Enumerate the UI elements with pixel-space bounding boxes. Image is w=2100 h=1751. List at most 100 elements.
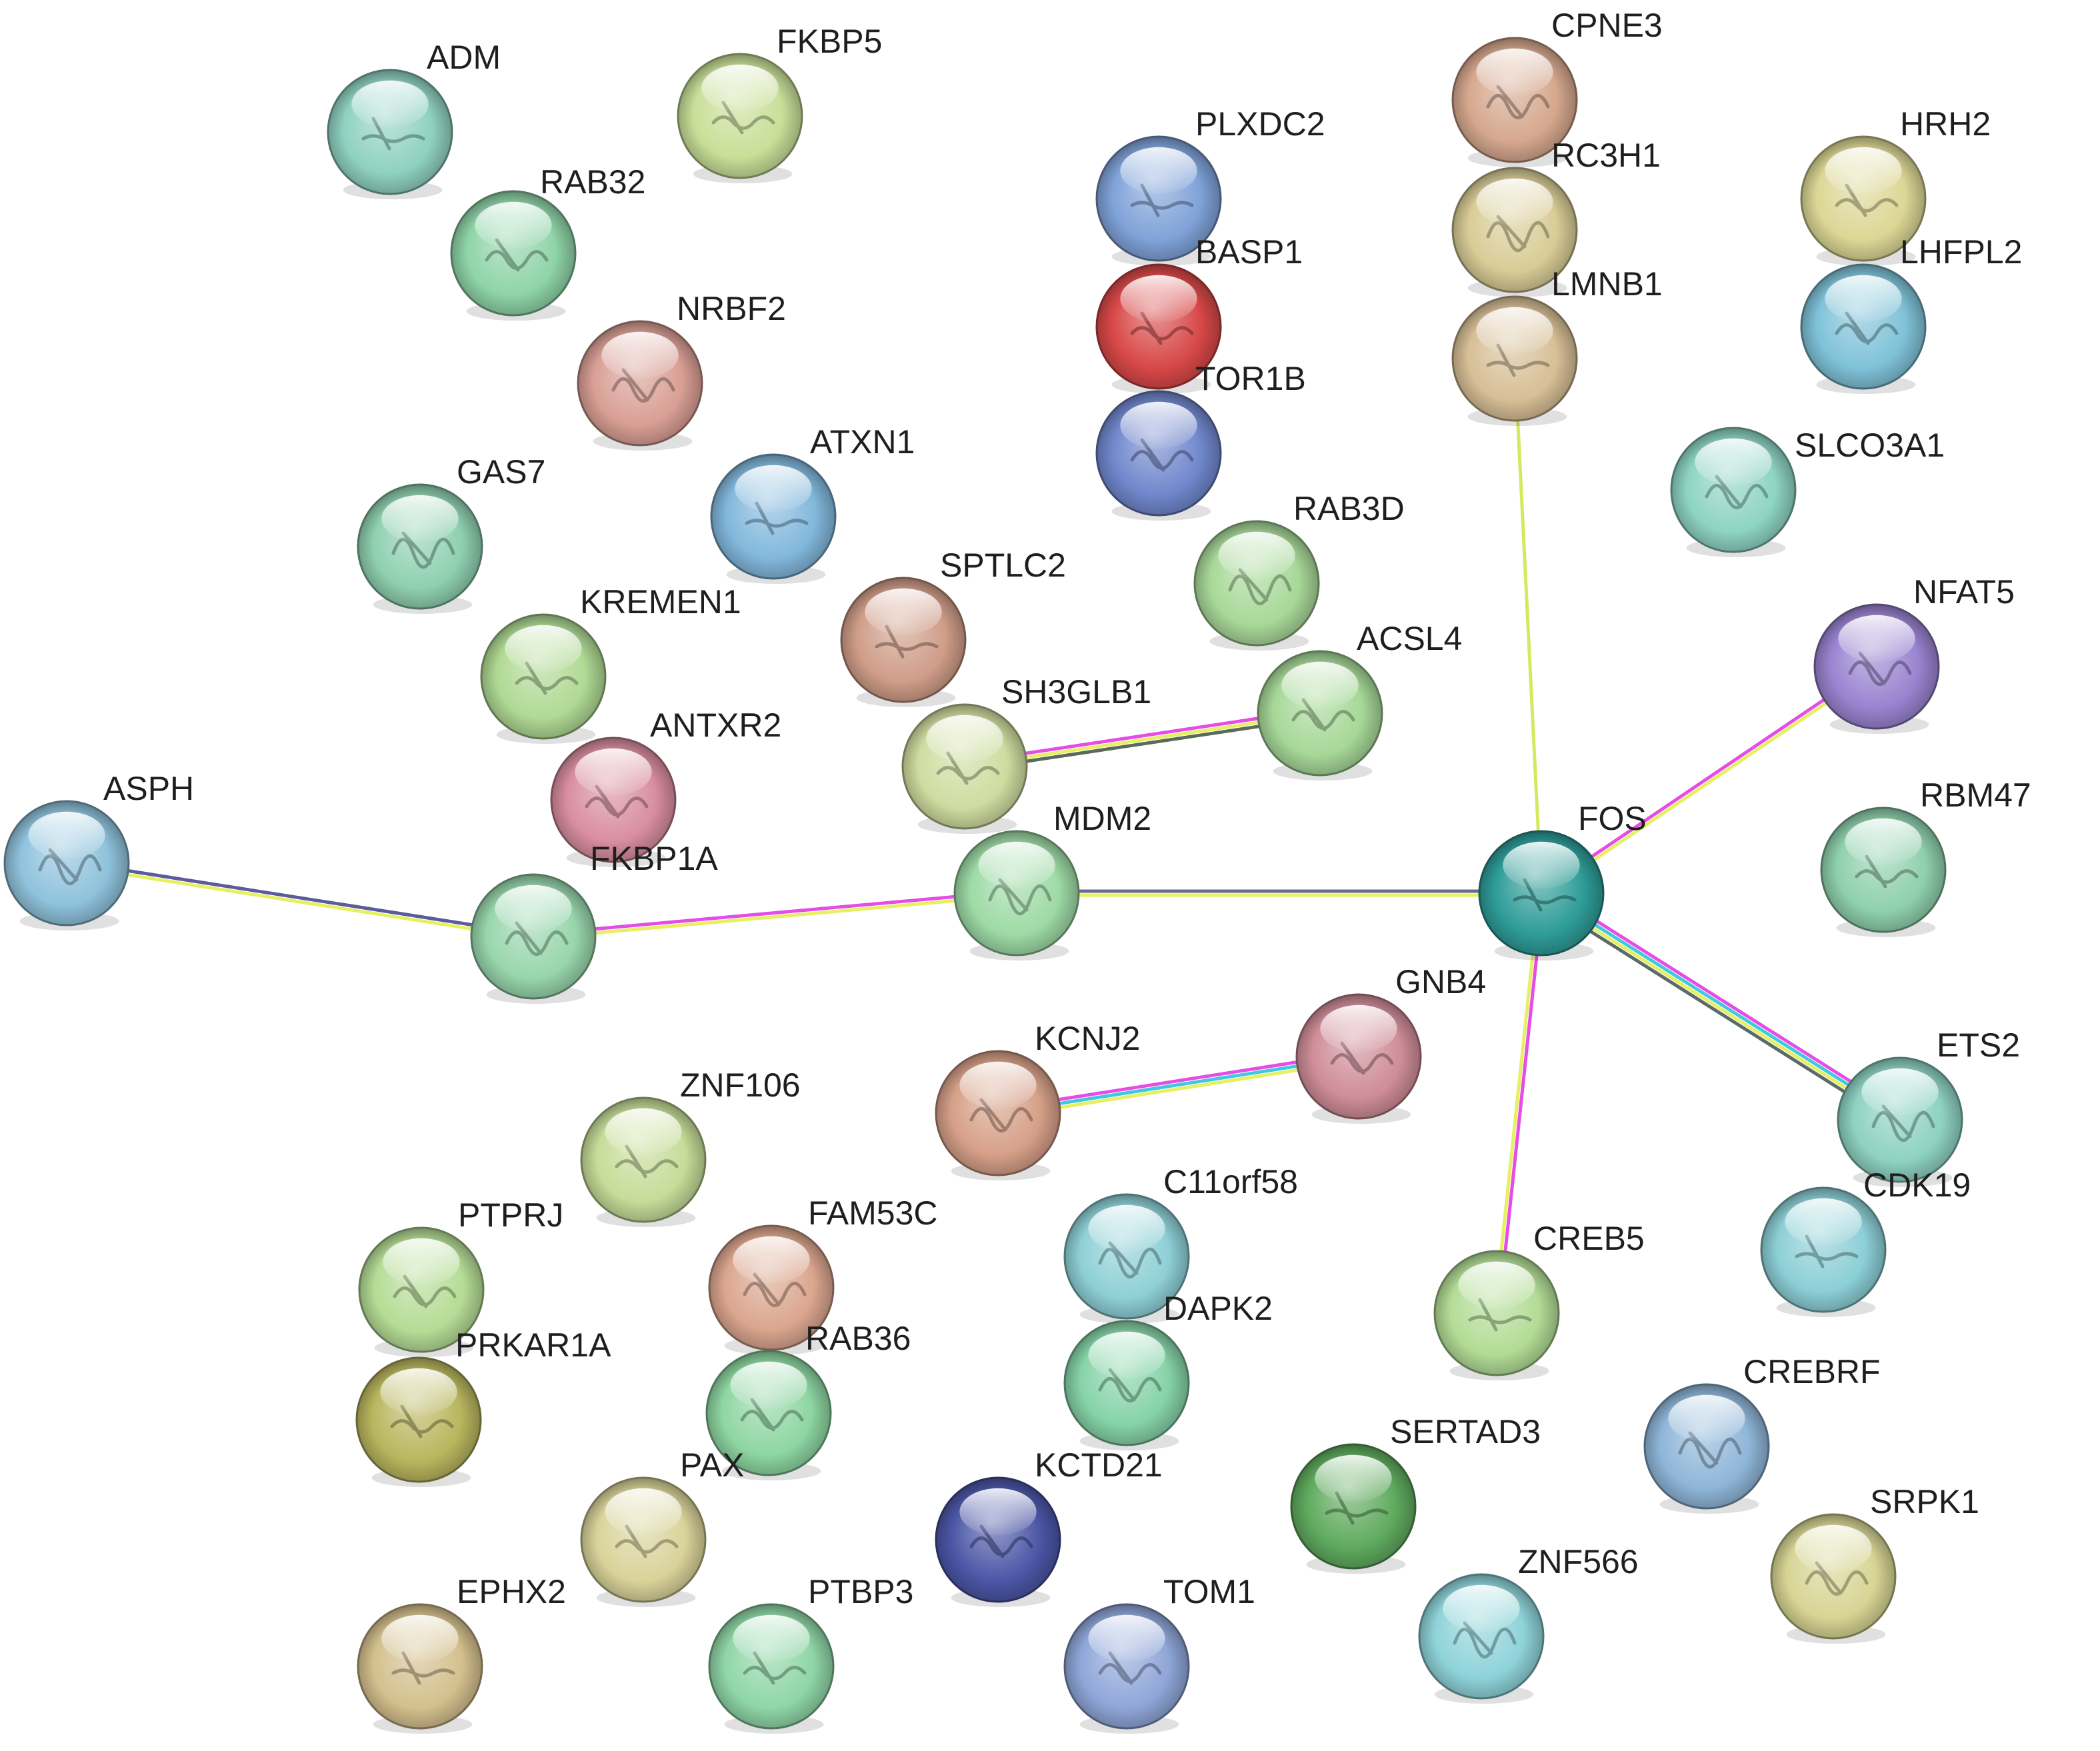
node-hrh2[interactable]: HRH2 [1800, 105, 1991, 266]
node-c11orf58[interactable]: C11orf58 [1063, 1163, 1298, 1324]
node-dapk2[interactable]: DAPK2 [1063, 1290, 1273, 1450]
node-sh3glb1[interactable]: SH3GLB1 [901, 673, 1151, 834]
node-fkbp5[interactable]: FKBP5 [677, 23, 882, 183]
node-slco3a1[interactable]: SLCO3A1 [1670, 427, 1945, 557]
node-adm[interactable]: ADM [327, 39, 501, 199]
node-label: CREB5 [1533, 1220, 1645, 1257]
node-highlight [381, 495, 459, 543]
node-kcnj2[interactable]: KCNJ2 [935, 1020, 1140, 1180]
node-highlight [605, 1488, 682, 1536]
node-lhfpl2[interactable]: LHFPL2 [1800, 233, 2022, 394]
node-sertad3[interactable]: SERTAD3 [1290, 1413, 1541, 1574]
node-label: TOR1B [1195, 360, 1306, 397]
node-fkbp1a[interactable]: FKBP1A [470, 840, 718, 1004]
node-rab3d[interactable]: RAB3D [1193, 490, 1405, 651]
node-asph[interactable]: ASPH [3, 770, 194, 930]
node-basp1[interactable]: BASP1 [1095, 233, 1303, 394]
node-label: PTPRJ [458, 1196, 563, 1234]
node-label: TOM1 [1163, 1573, 1255, 1610]
node-srpk1[interactable]: SRPK1 [1770, 1483, 1979, 1644]
node-label: SLCO3A1 [1795, 427, 1945, 464]
node-creb5[interactable]: CREB5 [1433, 1220, 1645, 1380]
node-nrbf2[interactable]: NRBF2 [577, 290, 786, 451]
node-tor1b[interactable]: TOR1B [1095, 360, 1306, 521]
node-kremen1[interactable]: KREMEN1 [480, 583, 741, 744]
node-label: ETS2 [1937, 1026, 2020, 1064]
edge-fos-ets2[interactable] [1537, 886, 1905, 1126]
node-ets2[interactable]: ETS2 [1837, 1026, 2020, 1187]
node-ephx2[interactable]: EPHX2 [357, 1573, 566, 1734]
node-crebrf[interactable]: CREBRF [1643, 1353, 1881, 1514]
node-pax[interactable]: PAX [580, 1446, 744, 1607]
node-mdm2[interactable]: MDM2 [953, 800, 1151, 960]
node-label: NFAT5 [1913, 573, 2015, 611]
node-label: LMNB1 [1551, 265, 1663, 303]
node-gas7[interactable]: GAS7 [357, 453, 545, 614]
node-highlight [1281, 661, 1359, 709]
node-highlight [495, 884, 572, 932]
node-highlight [735, 465, 812, 513]
node-highlight [1476, 178, 1553, 226]
node-label: ANTXR2 [650, 707, 781, 744]
node-rc3h1[interactable]: RC3H1 [1451, 137, 1661, 297]
node-highlight [1785, 1198, 1862, 1246]
edge-evidence-line [1539, 893, 1900, 1123]
node-fam53c[interactable]: FAM53C [708, 1194, 938, 1355]
node-label: SERTAD3 [1390, 1413, 1541, 1450]
node-tom1[interactable]: TOM1 [1063, 1573, 1255, 1734]
node-label: ATXN1 [810, 423, 915, 461]
node-kctd21[interactable]: KCTD21 [935, 1446, 1163, 1607]
edge-fkbp1a-mdm2[interactable] [533, 889, 1017, 940]
node-plxdc2[interactable]: PLXDC2 [1095, 105, 1325, 266]
edge-lmnb1-fos[interactable] [1513, 358, 1543, 894]
node-highlight [1668, 1394, 1745, 1442]
edge-asph-fkbp1a[interactable] [66, 859, 534, 940]
node-highlight [380, 1368, 457, 1416]
edge-evidence-line [1541, 890, 1902, 1120]
node-lmnb1[interactable]: LMNB1 [1451, 265, 1663, 426]
node-znf566[interactable]: ZNF566 [1418, 1543, 1639, 1704]
edge-evidence-line [1493, 892, 1541, 1313]
node-highlight [1320, 1004, 1397, 1052]
node-highlight [1476, 48, 1553, 96]
node-acsl4[interactable]: ACSL4 [1257, 620, 1462, 781]
node-label: SPTLC2 [940, 547, 1066, 584]
node-label: CPNE3 [1551, 7, 1663, 44]
node-znf106[interactable]: ZNF106 [580, 1066, 801, 1227]
node-label: RAB32 [540, 163, 645, 201]
node-highlight [701, 64, 779, 112]
edge-fos-creb5[interactable] [1493, 892, 1545, 1314]
node-highlight [865, 588, 942, 636]
node-label: NRBF2 [677, 290, 786, 327]
node-rab36[interactable]: RAB36 [705, 1320, 911, 1480]
node-ptbp3[interactable]: PTBP3 [708, 1573, 913, 1734]
edge-evidence-line [1537, 896, 1898, 1126]
node-label: KCTD21 [1035, 1446, 1163, 1484]
node-gnb4[interactable]: GNB4 [1295, 963, 1486, 1124]
edge-mdm2-fos[interactable] [1017, 889, 1541, 897]
node-cdk19[interactable]: CDK19 [1760, 1166, 1971, 1317]
node-rab32[interactable]: RAB32 [450, 163, 645, 321]
node-ptprj[interactable]: PTPRJ [358, 1196, 563, 1357]
node-rbm47[interactable]: RBM47 [1820, 777, 2031, 937]
edge-evidence-line [1541, 667, 1879, 896]
node-fos[interactable]: FOS [1478, 800, 1647, 960]
node-highlight [959, 1061, 1037, 1109]
node-prkar1a[interactable]: PRKAR1A [355, 1326, 611, 1487]
edge-evidence-line [1497, 893, 1545, 1314]
node-highlight [1503, 841, 1580, 889]
node-antxr2[interactable]: ANTXR2 [550, 707, 781, 867]
node-label: PLXDC2 [1195, 105, 1325, 143]
node-label: FOS [1578, 800, 1647, 837]
node-nfat5[interactable]: NFAT5 [1813, 573, 2015, 734]
edge-fos-nfat5[interactable] [1539, 663, 1879, 896]
node-sptlc2[interactable]: SPTLC2 [840, 547, 1066, 707]
node-label: SRPK1 [1870, 1483, 1979, 1520]
edge-evidence-line [67, 859, 534, 936]
node-highlight [978, 841, 1055, 889]
node-label: ZNF566 [1518, 1543, 1639, 1580]
node-highlight [505, 625, 582, 673]
node-label: ADM [427, 39, 501, 76]
node-atxn1[interactable]: ATXN1 [710, 423, 915, 584]
node-cpne3[interactable]: CPNE3 [1451, 7, 1663, 167]
